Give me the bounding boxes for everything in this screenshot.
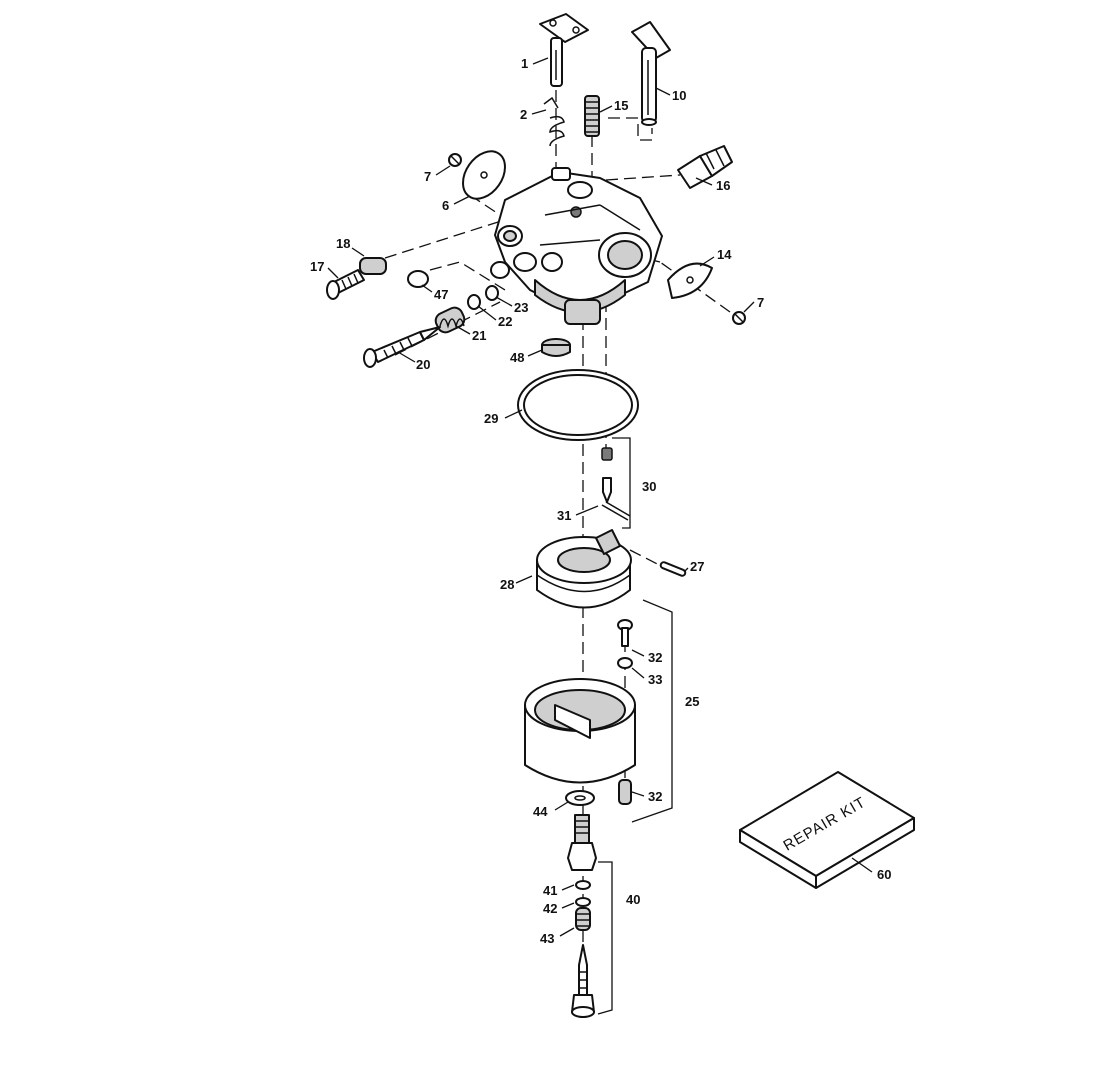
part-31-clip [601,501,631,521]
leader-lines [327,57,873,937]
callout-6: 6 [442,198,449,213]
callout-16: 16 [716,178,730,193]
callout-27: 27 [690,559,704,574]
callout-43: 43 [540,931,554,946]
callout-44: 44 [533,804,548,819]
part-32-spring-lower [618,779,632,805]
part-15-screw [584,95,600,137]
callout-17: 17 [310,259,324,274]
part-18-spring [359,257,387,275]
callout-23: 23 [514,300,528,315]
callout-14: 14 [717,247,732,262]
part-7-screw-lower [732,311,746,325]
bowl-nut [567,814,597,871]
callout-20: 20 [416,357,430,372]
callout-18: 18 [336,236,350,251]
part-28-float [536,529,632,609]
part-1-throttle-shaft [539,13,589,87]
part-44-washer [565,790,595,806]
callout-2: 2 [520,107,527,122]
callout-42: 42 [543,901,557,916]
part-60-repair-kit: REPAIR KIT [739,771,915,889]
callout-7-upper: 7 [424,169,431,184]
callout-40: 40 [626,892,640,907]
callout-29: 29 [484,411,498,426]
part-6-throttle-plate [462,150,506,200]
group-brackets [597,437,673,1015]
part-2-spring [543,96,565,147]
part-40-needle [571,944,595,1018]
part-42-o-ring [575,897,591,907]
part-27-float-pin [659,561,687,577]
part-32-bolt-upper [617,619,633,647]
callout-22: 22 [498,314,512,329]
part-22-washer [467,294,481,310]
part-14-choke-plate [667,262,713,299]
part-10-choke-shaft [631,21,671,126]
part-16-fuel-inlet [677,145,733,189]
callout-28: 28 [500,577,514,592]
callout-30: 30 [642,479,656,494]
part-17-screw [326,269,365,300]
callout-60: 60 [877,867,891,882]
callout-48: 48 [510,350,524,365]
callout-47: 47 [434,287,448,302]
part-23-o-ring [485,285,499,301]
callout-32-lower: 32 [648,789,662,804]
part-33-washer [617,657,633,669]
callout-31: 31 [557,508,571,523]
part-30-inlet-needle [601,447,613,503]
callout-33: 33 [648,672,662,687]
fuel-bowl [524,678,636,784]
callout-32-upper: 32 [648,650,662,665]
part-43-spring [575,907,591,931]
part-21-spring [434,306,466,334]
callout-15: 15 [614,98,628,113]
part-48-plug [541,338,571,357]
callout-1: 1 [521,56,528,71]
part-7-screw-upper [448,153,462,167]
part-47-welch-plug [407,270,429,288]
callout-25: 25 [685,694,699,709]
callout-7-lower: 7 [757,295,764,310]
carburetor-body [490,167,663,325]
callout-10: 10 [672,88,686,103]
part-20-needle [363,326,441,368]
callout-21: 21 [472,328,486,343]
part-29-gasket [517,369,639,441]
callout-numbers: 1 2 15 10 16 7 6 18 17 47 23 22 21 20 14… [310,56,891,946]
callout-41: 41 [543,883,557,898]
part-41-washer [575,880,591,890]
